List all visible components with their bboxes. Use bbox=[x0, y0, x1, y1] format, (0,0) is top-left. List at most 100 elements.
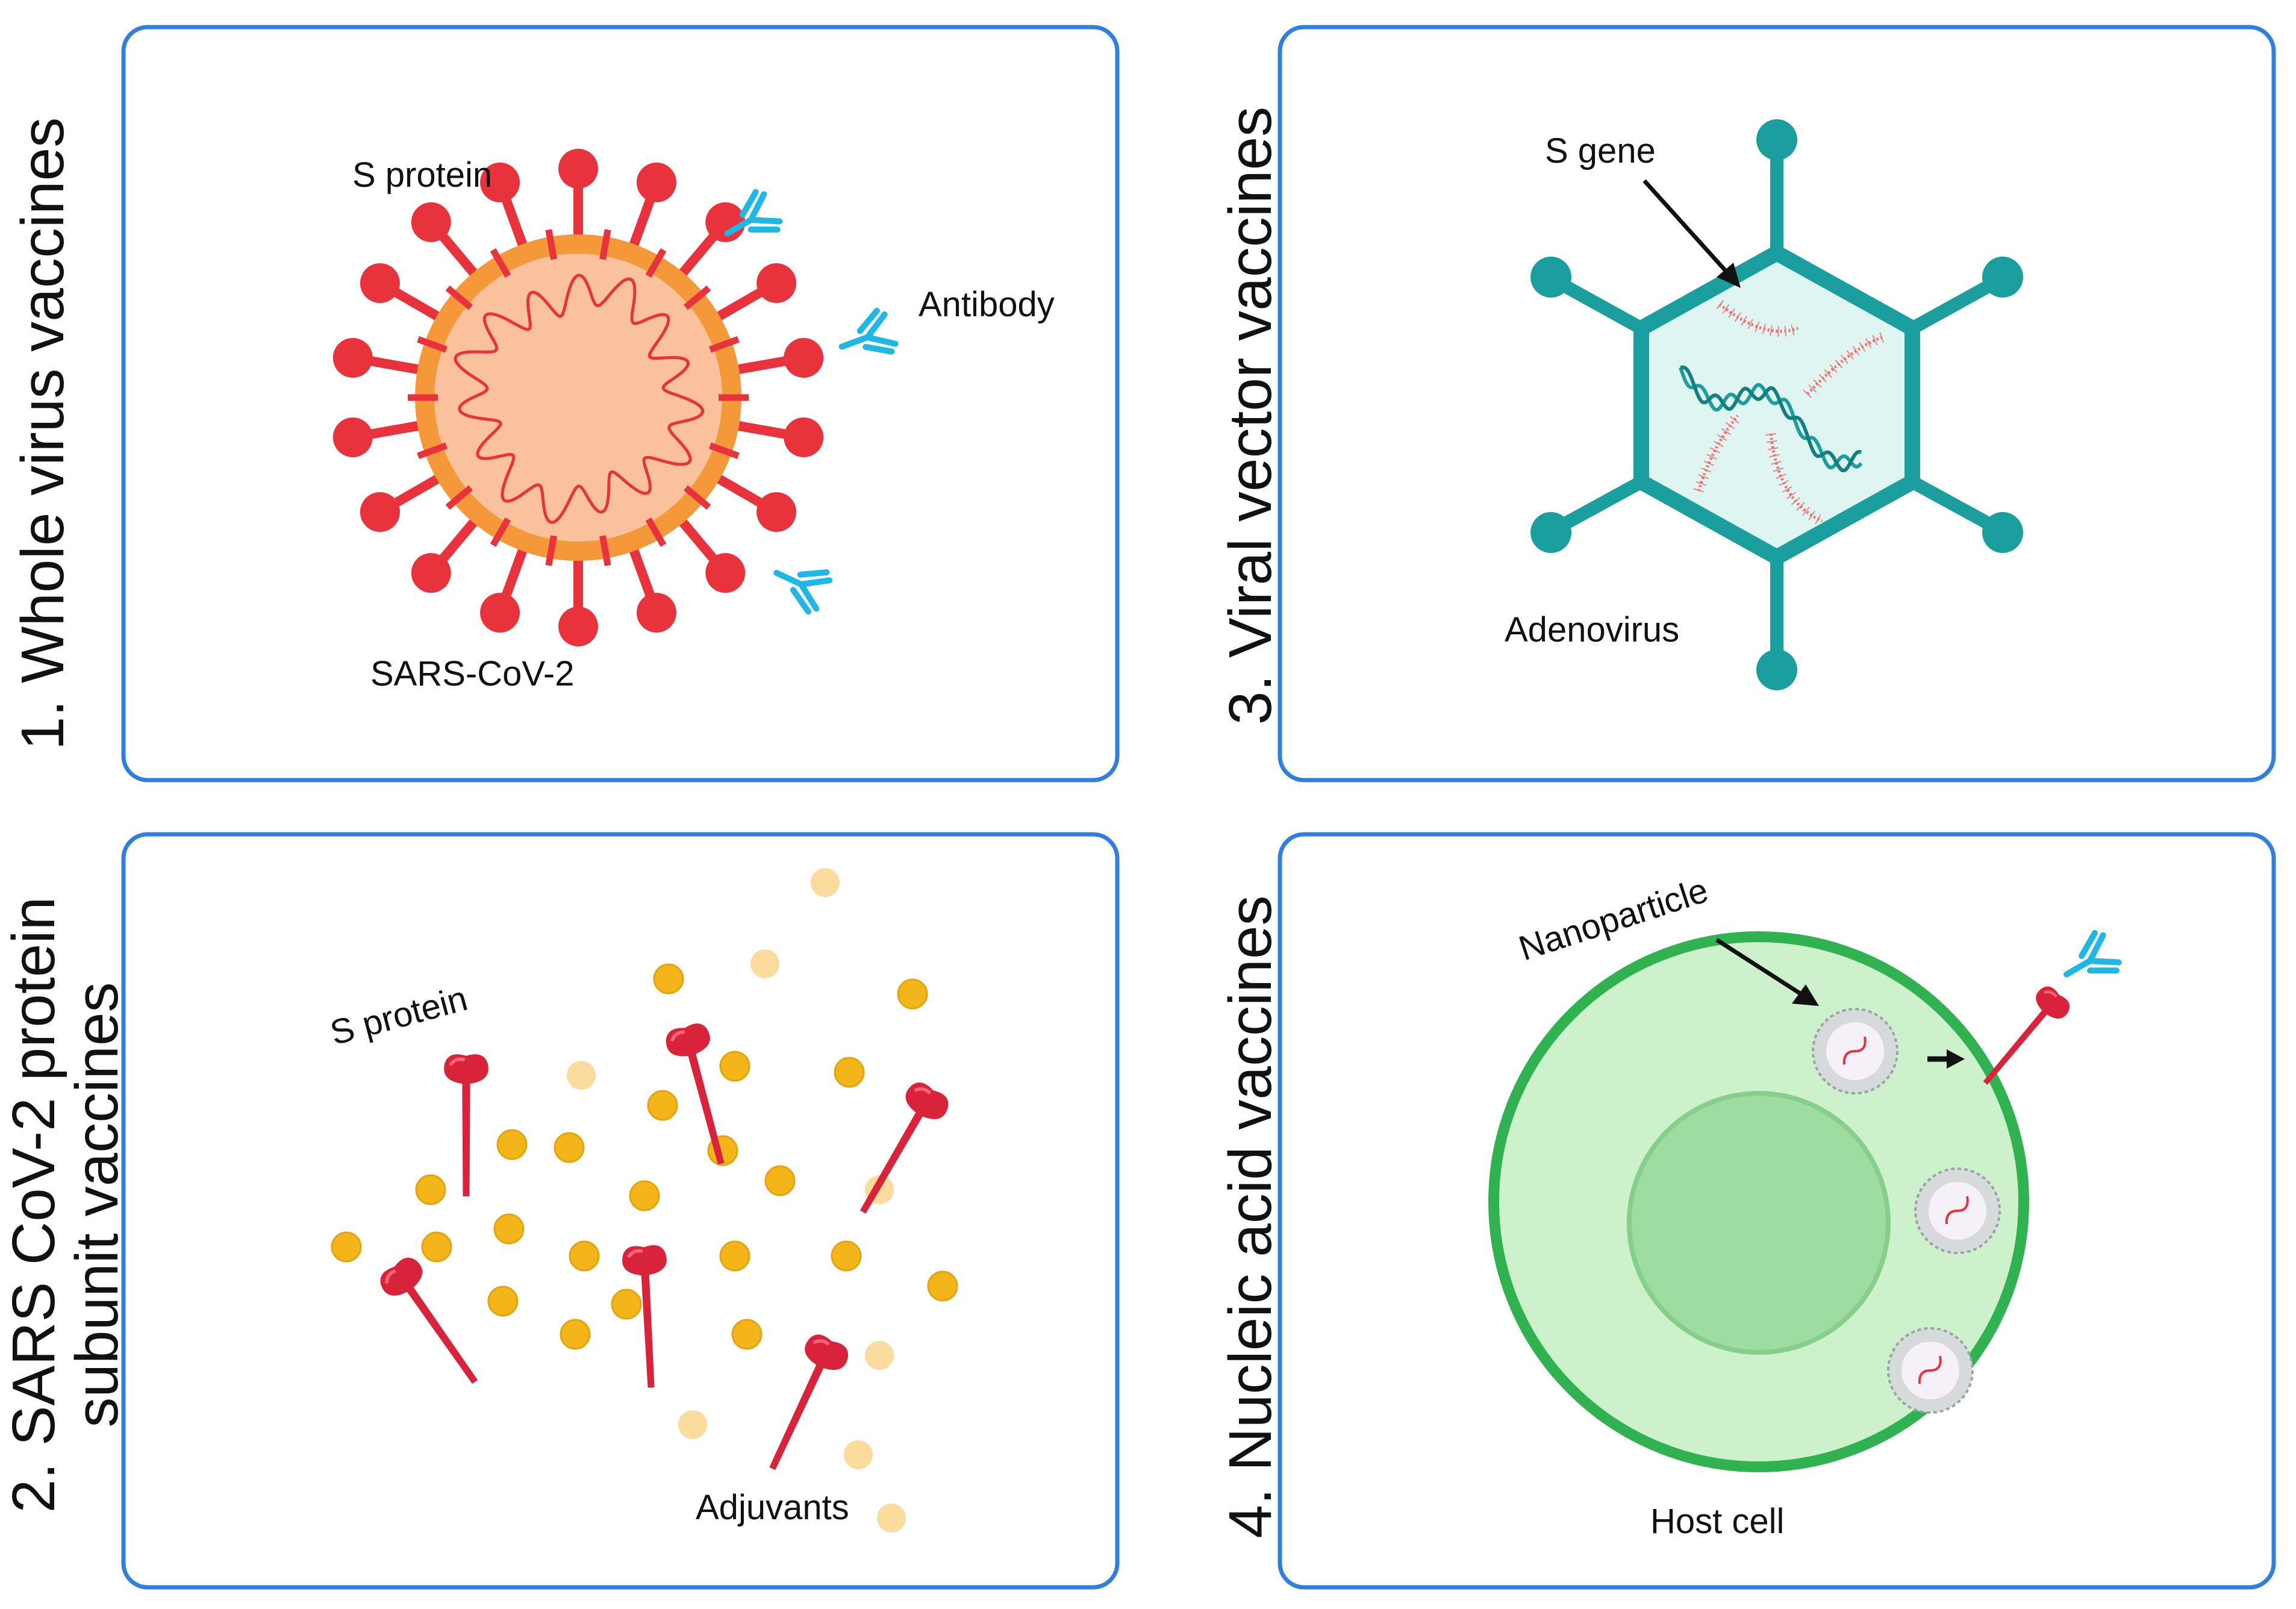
membrane-protein bbox=[645, 248, 667, 278]
panel-protein-subunit: 2. SARS CoV-2 protein subunit vaccines S… bbox=[0, 832, 1120, 1590]
spike-head bbox=[332, 338, 373, 378]
spike-head bbox=[480, 593, 520, 633]
adjuvant-particle bbox=[897, 978, 928, 1010]
whole-virus-title: 1. Whole virus vaccines bbox=[9, 117, 76, 750]
membrane-protein bbox=[645, 517, 667, 547]
adjuvant-particle bbox=[865, 1341, 894, 1370]
spike-head bbox=[756, 492, 797, 532]
adjuvant-particle bbox=[554, 1132, 585, 1163]
adjuvant-particle bbox=[811, 868, 840, 897]
spike-head bbox=[784, 338, 824, 378]
nanoparticles bbox=[1812, 1008, 2001, 1414]
mrna-strand bbox=[1842, 1036, 1867, 1065]
adjuvant-particle bbox=[567, 1061, 596, 1090]
s-gene-arrow bbox=[1642, 179, 1741, 288]
spike-head bbox=[636, 593, 676, 633]
adjuvant-particle bbox=[569, 1240, 600, 1272]
adjuvant-particle bbox=[629, 1180, 660, 1211]
protein-subunit-title-line1: 2. SARS CoV-2 protein bbox=[0, 897, 67, 1513]
adjuvant-particle bbox=[719, 1051, 750, 1082]
adenovirus-label: Adenovirus bbox=[1505, 610, 1679, 649]
membrane-protein bbox=[599, 535, 611, 566]
s-gene-strands bbox=[1679, 299, 1885, 526]
s-gene-ticks bbox=[1803, 332, 1885, 399]
sars-cov-2-label: SARS-CoV-2 bbox=[370, 654, 574, 693]
adjuvant-particle bbox=[764, 1165, 796, 1196]
membrane-protein bbox=[445, 285, 473, 310]
adjuvant-particle bbox=[496, 1129, 528, 1160]
adjuvant-particle bbox=[719, 1240, 750, 1272]
s-gene-ticks bbox=[1765, 433, 1824, 526]
s-gene-strand bbox=[1806, 336, 1883, 396]
mrna-strand bbox=[1918, 1355, 1942, 1384]
nucleic-acid-title: 4. Nucleic acid vaccines bbox=[1217, 895, 1284, 1538]
spike-head bbox=[558, 149, 598, 189]
adjuvants-label: Adjuvants bbox=[696, 1488, 849, 1527]
adjuvant-particle bbox=[415, 1174, 446, 1205]
adjuvant-particle bbox=[487, 1286, 519, 1317]
adjuvant-particle bbox=[611, 1289, 642, 1320]
spike-head bbox=[705, 553, 746, 593]
membrane-protein bbox=[709, 442, 740, 459]
spike-head bbox=[411, 553, 451, 593]
adenovirus-particle bbox=[1530, 119, 2023, 690]
membrane-protein bbox=[417, 336, 448, 353]
adjuvant-particle bbox=[331, 1231, 362, 1263]
spike-head bbox=[411, 202, 451, 242]
membrane-protein bbox=[445, 485, 473, 510]
membrane-protein bbox=[490, 517, 511, 547]
membrane-protein bbox=[709, 336, 740, 353]
panel-whole-virus: 1. Whole virus vaccines S protein Antibo… bbox=[9, 25, 1120, 783]
membrane-protein bbox=[683, 285, 711, 310]
adjuvant-particle bbox=[750, 949, 779, 978]
spike-head bbox=[360, 263, 400, 303]
host-cell-label: Host cell bbox=[1650, 1502, 1784, 1541]
nanoparticle-arrow bbox=[1715, 938, 1819, 1006]
adjuvant-particle bbox=[647, 1090, 678, 1121]
viral-vector-title: 3. Viral vector vaccines bbox=[1217, 107, 1284, 725]
spike-head bbox=[756, 263, 797, 303]
adjuvant-particle bbox=[560, 1319, 591, 1350]
s-gene-strand bbox=[1718, 303, 1798, 333]
membrane-protein bbox=[417, 442, 448, 459]
mrna-strand bbox=[1945, 1196, 1969, 1225]
s-gene-ticks bbox=[1693, 412, 1742, 493]
adjuvant-particle bbox=[927, 1270, 958, 1302]
viral-dna-strand bbox=[1680, 365, 1862, 473]
adjuvant-particle bbox=[834, 1057, 865, 1088]
adjuvant-particle bbox=[678, 1410, 707, 1439]
adjuvant-particle bbox=[421, 1231, 452, 1263]
spike-head bbox=[480, 162, 520, 202]
antibody-label: Antibody bbox=[919, 285, 1055, 324]
spike-head bbox=[360, 492, 400, 532]
spike-head bbox=[705, 202, 746, 242]
membrane-protein bbox=[683, 485, 711, 510]
viral-rna bbox=[454, 273, 704, 524]
export-arrow bbox=[1927, 1049, 1965, 1069]
sars-cov-2-particle bbox=[332, 149, 824, 646]
nucleus bbox=[1627, 1091, 1891, 1355]
panel-viral-vector: 3. Viral vector vaccines bbox=[1217, 25, 2276, 783]
panel-nucleic-acid: 4. Nucleic acid vaccines Nanoparticle Ho… bbox=[1217, 832, 2276, 1590]
spike-head bbox=[558, 607, 598, 646]
membrane-protein bbox=[545, 229, 557, 260]
adjuvant-particle bbox=[831, 1240, 862, 1272]
adjuvant-particle bbox=[877, 1504, 906, 1532]
adjuvant-particle bbox=[731, 1319, 763, 1350]
adjuvant-particles bbox=[331, 868, 958, 1532]
spike-head bbox=[332, 417, 373, 457]
viral-dna-strand bbox=[1679, 367, 1863, 470]
membrane-protein bbox=[599, 229, 611, 260]
adjuvant-particle bbox=[493, 1213, 525, 1245]
adjuvant-particle bbox=[844, 1440, 873, 1469]
protein-subunit-title-line2: subunit vaccines bbox=[63, 982, 131, 1427]
adjuvant-particle bbox=[653, 963, 684, 995]
panel-protein-subunit-frame bbox=[121, 832, 1120, 1590]
s-protein-label: S protein bbox=[352, 155, 492, 195]
s-gene-label: S gene bbox=[1545, 131, 1656, 170]
spike-head bbox=[784, 417, 824, 457]
membrane-protein bbox=[545, 535, 557, 566]
spike-head bbox=[636, 162, 676, 202]
membrane-protein bbox=[490, 248, 511, 278]
